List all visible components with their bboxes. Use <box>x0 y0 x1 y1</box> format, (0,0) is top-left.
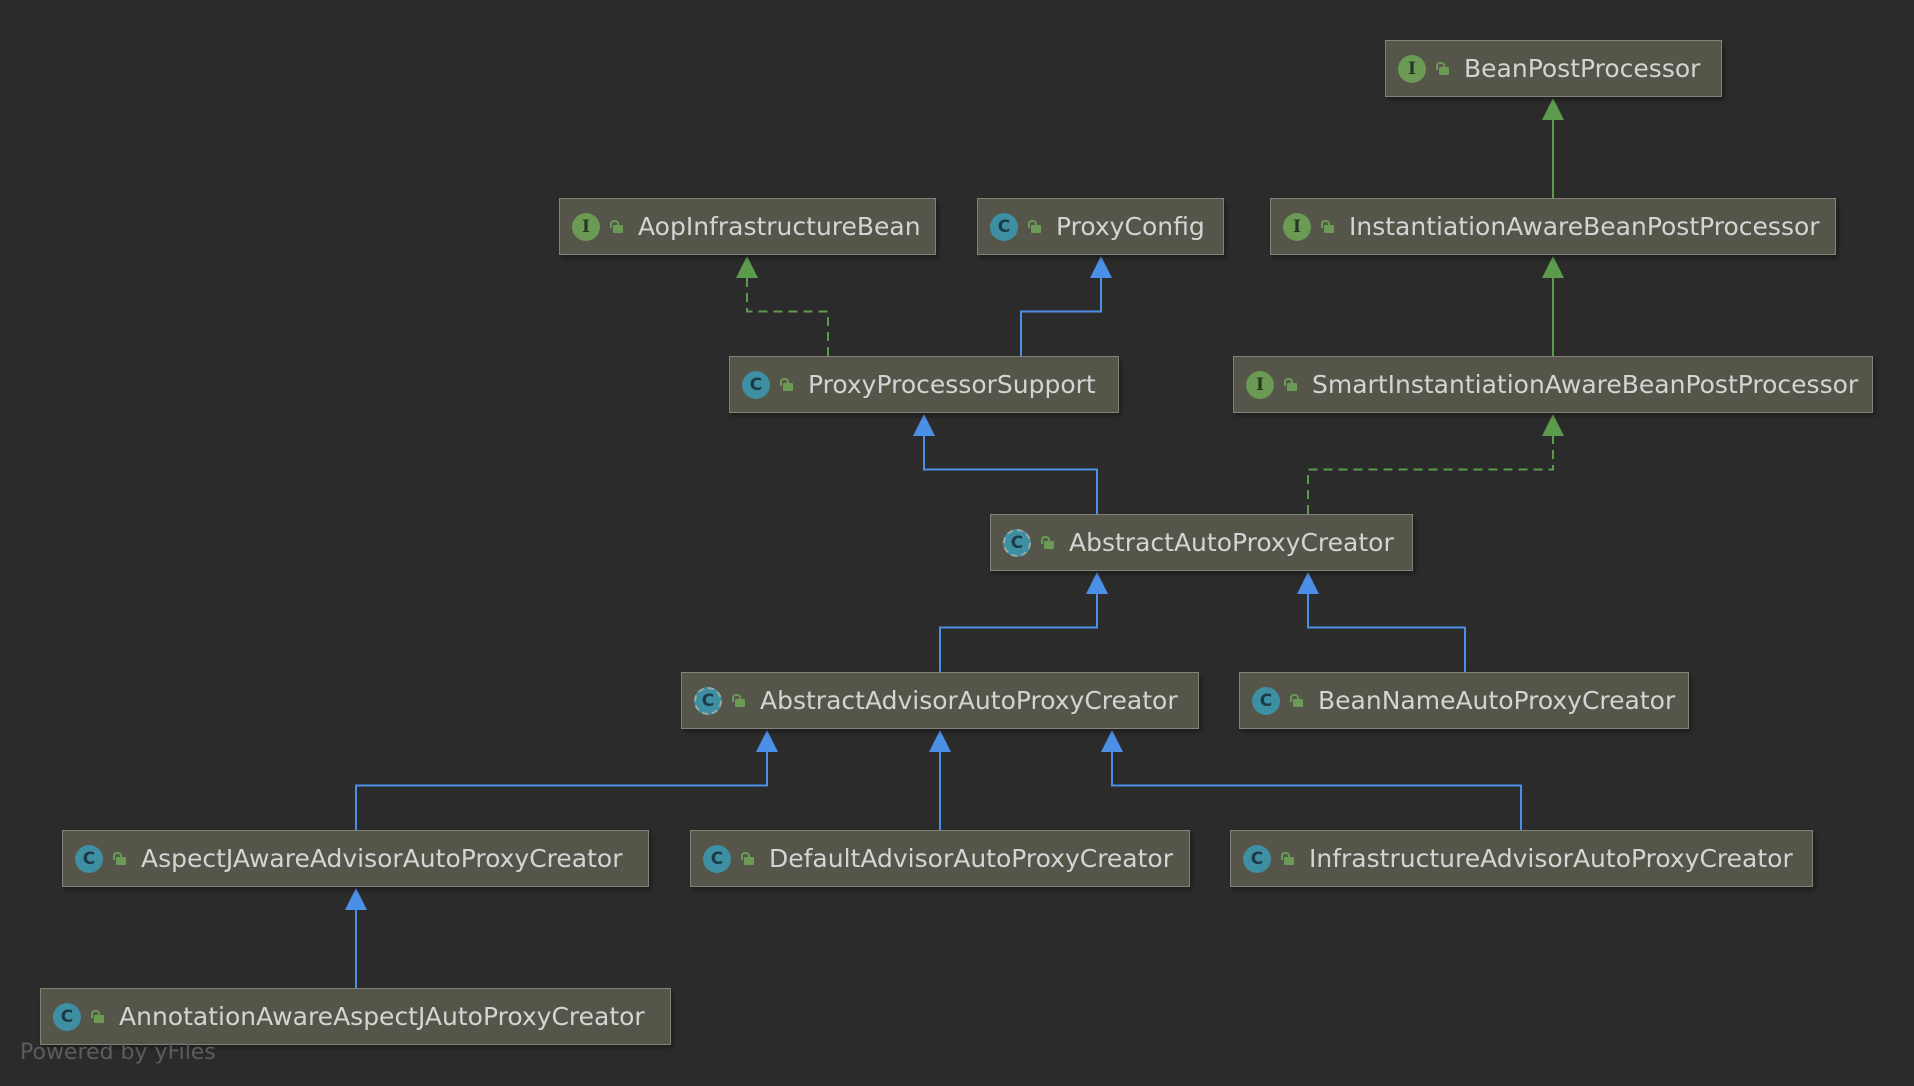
edge-n9-to-n7 <box>1307 594 1466 672</box>
public-lock-icon <box>1281 851 1295 866</box>
node-label: AspectJAwareAdvisorAutoProxyCreator <box>141 844 623 873</box>
class-icon: C <box>703 844 731 873</box>
arrowhead-n6-to-n4 <box>1542 256 1564 278</box>
node-label: ProxyProcessorSupport <box>808 370 1096 399</box>
node-label: AbstractAdvisorAutoProxyCreator <box>760 686 1178 715</box>
powered-by-footer: Powered by yFiles <box>20 1040 216 1065</box>
edge-n8-to-n7 <box>939 594 1098 672</box>
edge-n5-to-n3 <box>1020 278 1102 356</box>
public-lock-icon <box>1321 219 1335 234</box>
node-label: BeanNameAutoProxyCreator <box>1318 686 1676 715</box>
node-label: ProxyConfig <box>1056 212 1205 241</box>
edge-n7-to-n5 <box>923 436 1098 514</box>
node-label: AnnotationAwareAspectJAutoProxyCreator <box>119 1002 645 1031</box>
node-abstract-auto-proxy-creator[interactable]: C AbstractAutoProxyCreator <box>990 514 1413 571</box>
arrowhead-n7-to-n5 <box>913 414 935 436</box>
arrowhead-n5-to-n3 <box>1090 256 1112 278</box>
node-label: SmartInstantiationAwareBeanPostProcessor <box>1312 370 1859 399</box>
node-infrastructure-advisor-auto-proxy-creator[interactable]: C InfrastructureAdvisorAutoProxyCreator <box>1230 830 1813 887</box>
public-lock-icon <box>113 851 127 866</box>
class-icon: C <box>75 844 103 873</box>
node-label: AbstractAutoProxyCreator <box>1069 528 1394 557</box>
node-abstract-advisor-auto-proxy-creator[interactable]: C AbstractAdvisorAutoProxyCreator <box>681 672 1199 729</box>
node-aspectj-aware-advisor-auto-proxy-creator[interactable]: C AspectJAwareAdvisorAutoProxyCreator <box>62 830 649 887</box>
public-lock-icon <box>610 219 624 234</box>
arrowhead-n10-to-n8 <box>756 730 778 752</box>
edge-n10-to-n8 <box>355 752 768 830</box>
arrowhead-n5-to-n2 <box>736 256 758 278</box>
abstract-class-icon: C <box>1003 528 1031 557</box>
public-lock-icon <box>780 377 794 392</box>
interface-icon: I <box>1398 54 1426 83</box>
class-icon: C <box>1243 844 1271 873</box>
arrowhead-n8-to-n7 <box>1086 572 1108 594</box>
interface-icon: I <box>1246 370 1274 399</box>
edge-n5-to-n2 <box>746 278 829 356</box>
arrowhead-n13-to-n10 <box>345 888 367 910</box>
node-bean-post-processor[interactable]: I BeanPostProcessor <box>1385 40 1722 97</box>
public-lock-icon <box>741 851 755 866</box>
node-default-advisor-auto-proxy-creator[interactable]: C DefaultAdvisorAutoProxyCreator <box>690 830 1190 887</box>
class-icon: C <box>53 1002 81 1031</box>
node-label: AopInfrastructureBean <box>638 212 921 241</box>
node-label: DefaultAdvisorAutoProxyCreator <box>769 844 1174 873</box>
edge-n7-to-n6 <box>1307 436 1554 514</box>
node-label: InfrastructureAdvisorAutoProxyCreator <box>1309 844 1793 873</box>
public-lock-icon <box>91 1009 105 1024</box>
public-lock-icon <box>1284 377 1298 392</box>
public-lock-icon <box>732 693 746 708</box>
interface-icon: I <box>1283 212 1311 241</box>
arrowhead-n9-to-n7 <box>1297 572 1319 594</box>
node-instantiation-aware-bean-post-processor[interactable]: I InstantiationAwareBeanPostProcessor <box>1270 198 1836 255</box>
node-aop-infrastructure-bean[interactable]: I AopInfrastructureBean <box>559 198 936 255</box>
edge-n12-to-n8 <box>1111 752 1522 830</box>
public-lock-icon <box>1290 693 1304 708</box>
node-smart-instantiation-aware-bean-post-processor[interactable]: I SmartInstantiationAwareBeanPostProcess… <box>1233 356 1873 413</box>
class-icon: C <box>1252 686 1280 715</box>
node-label: InstantiationAwareBeanPostProcessor <box>1349 212 1820 241</box>
node-annotation-aware-aspectj-auto-proxy-creator[interactable]: C AnnotationAwareAspectJAutoProxyCreator <box>40 988 671 1045</box>
node-proxy-config[interactable]: C ProxyConfig <box>977 198 1224 255</box>
node-label: BeanPostProcessor <box>1464 54 1701 83</box>
node-bean-name-auto-proxy-creator[interactable]: C BeanNameAutoProxyCreator <box>1239 672 1689 729</box>
public-lock-icon <box>1436 61 1450 76</box>
class-icon: C <box>990 212 1018 241</box>
arrowhead-n11-to-n8 <box>929 730 951 752</box>
abstract-class-icon: C <box>694 686 722 715</box>
arrowhead-n7-to-n6 <box>1542 414 1564 436</box>
arrowhead-n12-to-n8 <box>1101 730 1123 752</box>
node-proxy-processor-support[interactable]: C ProxyProcessorSupport <box>729 356 1119 413</box>
class-icon: C <box>742 370 770 399</box>
public-lock-icon <box>1028 219 1042 234</box>
public-lock-icon <box>1041 535 1055 550</box>
interface-icon: I <box>572 212 600 241</box>
arrowhead-n4-to-n1 <box>1542 98 1564 120</box>
